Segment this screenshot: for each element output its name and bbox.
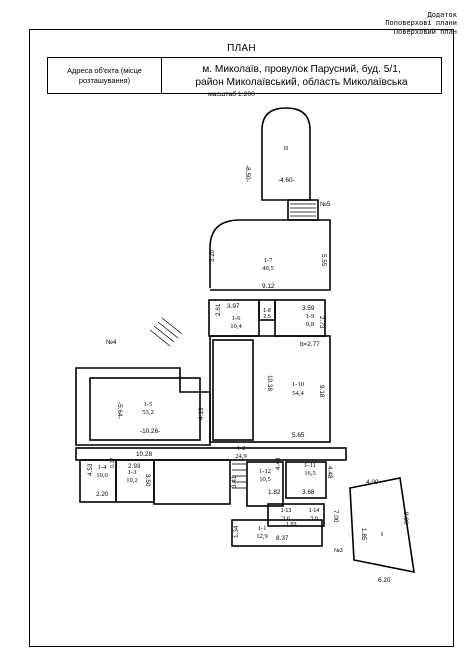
dim-3-97: 3.97	[227, 303, 240, 310]
dim-b-2-77: b=2,77	[300, 341, 320, 348]
dim-10-28: 10.28	[136, 451, 152, 458]
room-1-11-area: 16,5	[304, 470, 316, 477]
appendix-note-line1: Додаток	[427, 11, 457, 19]
room-II-number: II	[284, 145, 288, 152]
dim-4-60: -4.60-	[278, 177, 295, 184]
room-1-7-area: 49,5	[262, 265, 274, 272]
room-1-12-number: 1-12	[259, 468, 271, 475]
dim-2-73: 2.73	[318, 316, 325, 329]
scale-label: масштаб 1:200	[208, 91, 255, 98]
dim-1-83: 1.83	[286, 522, 297, 528]
room-1-2-number: 1-2	[237, 445, 246, 452]
dim-5-55: 5.55	[320, 254, 327, 267]
room-1-14-number: 1-14	[309, 508, 320, 514]
room-1-7-number: 1-7	[264, 257, 273, 264]
address-table: Адреса об'єкта (місце розташування) м. М…	[47, 57, 442, 94]
plan-sheet: ПЛАН Адреса об'єкта (місце розташування)…	[29, 29, 454, 647]
room-1-5-area: 53,2	[142, 409, 154, 416]
room-1-14-area: 3,6	[310, 515, 319, 522]
dim-4-00: 4.00	[366, 479, 379, 486]
appendix-note-line2: Поповерхові плани	[385, 19, 457, 28]
dim-2-93: 2.93	[128, 463, 141, 470]
room-1-5-number: 1-5	[144, 401, 153, 408]
room-1-4-area: 10,0	[96, 472, 108, 479]
marker-n4: №4	[106, 339, 117, 346]
dim-2-20: 2.20	[96, 491, 109, 498]
dim-4-13: 4.13	[198, 407, 205, 420]
page-title: ПЛАН	[227, 43, 256, 54]
dim-5-64: -5.64-	[116, 402, 123, 419]
dim-8-37: 8.37	[276, 535, 289, 542]
room-1-3-number: 1-3	[128, 469, 137, 476]
room-1-3-area: 10,2	[126, 477, 138, 484]
room-1-13-number: 1-13	[281, 508, 292, 514]
dim-3-20: 3.20	[209, 249, 216, 262]
dim-7-00: 7.00	[332, 510, 339, 523]
dim-10-38: 10.38	[266, 375, 273, 391]
room-1-8-number: 1-8	[263, 308, 271, 314]
room-1-1-number: 1-1	[258, 525, 267, 532]
dim-8-50: -8.50-	[244, 165, 251, 182]
dim-1-82: 1.82	[268, 489, 281, 496]
marker-n5: №5	[320, 201, 331, 208]
appendix-note-line3: Поверховий план	[393, 27, 457, 36]
dim-1-85: 1.85	[360, 528, 367, 541]
room-1-4-number: 1-4	[98, 464, 107, 471]
room-1-9-number: 1-9	[306, 313, 315, 320]
dim-0-17: 0.17	[110, 458, 116, 469]
dim-9-12: 9.12	[262, 283, 275, 290]
address-line-2: район Миколаївський, область Миколаївськ…	[195, 76, 408, 88]
stair-hatching	[149, 203, 316, 489]
marker-n3: №3	[334, 548, 343, 554]
room-1-10-area: 54,4	[292, 390, 304, 397]
dim-2-61: 2.61	[215, 303, 222, 316]
room-1-1-area: 12,9	[256, 533, 268, 540]
dim-3-41: 3.41	[231, 475, 238, 488]
room-1-10-number: 1-10	[292, 381, 305, 388]
room-1-8-area: 2,5	[263, 314, 271, 320]
dim-4-48-b: 4.48	[326, 466, 333, 479]
address-line-1: м. Миколаїв, провулок Парусний, буд. 5/1…	[202, 63, 401, 75]
dim-3-59: 3.59	[302, 305, 315, 312]
room-1-6-area: 10,4	[230, 323, 242, 330]
room-1-11-number: 1-11	[304, 462, 316, 469]
dim-4-53: 4.53	[87, 463, 94, 476]
appendix-note: Додаток Поповерхові плани Поверховий пла…	[385, 11, 457, 36]
room-1-2-area: 24,9	[235, 453, 247, 460]
dim-9-00: 9.00	[402, 512, 409, 525]
floor-plan-walls	[75, 107, 415, 574]
room-1-12-area: 10,5	[259, 476, 271, 483]
dim-9-18: 9.18	[318, 385, 325, 398]
room-1-9-area: 9,8	[306, 321, 315, 328]
room-1-13-area: 3,6	[282, 515, 291, 522]
dim-4-48-a: 4.48	[275, 457, 282, 470]
address-label: Адреса об'єкта (місце розташування)	[48, 58, 162, 93]
room-1-6-number: 1-6	[232, 315, 241, 322]
address-value: м. Миколаїв, провулок Парусний, буд. 5/1…	[162, 58, 441, 93]
dim-3-50: 3.50	[144, 474, 151, 487]
dim-10-26: -10.26-	[140, 428, 160, 435]
dim-3-68: 3.68	[302, 489, 315, 496]
dim-1-34: 1.34	[233, 525, 240, 538]
dim-6-20: 6.20	[378, 577, 391, 584]
dim-5-65: 5.65	[292, 432, 305, 439]
room-I-number: I	[381, 531, 383, 538]
